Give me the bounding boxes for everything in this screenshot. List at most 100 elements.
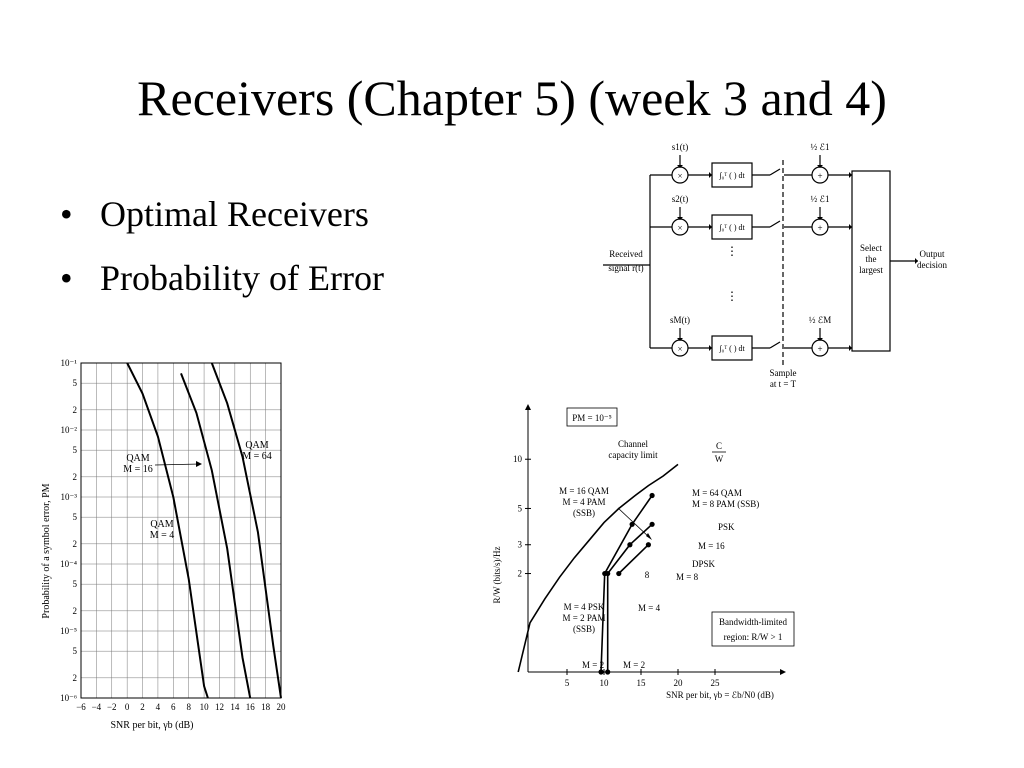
y-tick-label: 3: [518, 540, 523, 550]
y-tick-label: 10⁻³: [61, 492, 78, 502]
y-tick-label: 2: [73, 405, 78, 415]
data-point: [616, 570, 622, 577]
chart-grid: [80, 362, 282, 699]
series-line: [606, 523, 653, 672]
y-tick-label: 10⁻¹: [61, 358, 78, 368]
plot-frame: [80, 362, 282, 699]
capacity-curve-label: W: [715, 454, 724, 464]
series-line: [600, 495, 653, 673]
x-tick-label: −2: [107, 702, 117, 712]
chart-series: [126, 362, 282, 699]
series-line: [126, 362, 209, 699]
point-label: DPSK: [692, 559, 716, 569]
bullet-dot-icon: •: [60, 258, 73, 298]
capacity-curve: [517, 463, 679, 673]
series-line: [210, 362, 282, 699]
point-label: M = 4 PSK: [564, 602, 605, 612]
point-label: M = 2 PAM: [562, 613, 605, 623]
x-tick-label: 16: [246, 702, 256, 712]
integrator-label: ∫₀ᵀ ( ) dt: [718, 344, 745, 353]
data-point: [649, 492, 655, 499]
bullet-text: Optimal Receivers: [100, 194, 369, 234]
y-tick-label: 10: [513, 454, 523, 464]
x-tick-label: 15: [637, 678, 647, 688]
point-label: M = 64 QAM: [692, 488, 742, 498]
x-tick-label: 18: [261, 702, 271, 712]
y-tick-label: 10⁻²: [61, 425, 78, 435]
bias-label: ½ ℰ1: [811, 194, 830, 204]
point-label: PSK: [718, 522, 735, 532]
adder-icon: +: [817, 223, 822, 233]
sample-label: at t = T: [770, 379, 797, 389]
output-label: Output: [919, 249, 945, 259]
curve-annotation: QAM: [126, 453, 149, 464]
region-label: region: R/W > 1: [724, 632, 783, 642]
point-label: M = 8 PAM (SSB): [692, 499, 759, 509]
point-label: M = 2: [623, 660, 645, 670]
y-tick-label: 5: [73, 512, 78, 522]
integrator-label: ∫₀ᵀ ( ) dt: [718, 171, 745, 180]
adder-icon: +: [817, 344, 822, 354]
curve-annotation: M = 4: [150, 530, 175, 541]
x-axis-arrow-icon: [780, 669, 786, 675]
x-tick-label: 10: [600, 678, 610, 688]
x-tick-label: −6: [76, 702, 86, 712]
point-label: (SSB): [573, 508, 595, 518]
y-tick-label: 2: [73, 673, 78, 683]
x-tick-label: 4: [156, 702, 161, 712]
x-axis-label: SNR per bit, γb (dB): [110, 720, 193, 731]
curve-annotation: QAM: [150, 519, 173, 530]
x-tick-label: 25: [711, 678, 721, 688]
y-tick-label: 10⁻⁴: [60, 559, 77, 569]
bullet-dot-icon: •: [60, 194, 73, 234]
selector-label: Select: [860, 243, 882, 253]
x-tick-label: 14: [230, 702, 240, 712]
point-label: M = 8: [676, 572, 699, 582]
bias-label: ½ ℰ1: [811, 142, 830, 152]
y-tick-label: 5: [518, 503, 523, 513]
pm-label: PM = 10⁻⁵: [572, 413, 611, 423]
point-label: M = 4: [638, 603, 661, 613]
curve-annotation: QAM: [245, 440, 268, 451]
receiver-block-diagram: × × × + + + ∫₀ᵀ ( ) dt ∫₀ᵀ ( ) dt ∫₀ᵀ ( …: [603, 142, 947, 389]
bullet-text: Probability of Error: [100, 258, 384, 298]
data-point: [627, 542, 633, 548]
bullet-list: • Optimal Receivers • Probability of Error: [60, 190, 384, 318]
x-tick-label: 20: [277, 702, 287, 712]
point-label: M = 16 QAM: [559, 486, 609, 496]
y-tick-label: 10⁻⁵: [60, 626, 77, 636]
y-axis-label: R/W (bits/s)/Hz: [492, 546, 502, 603]
y-tick-label: 2: [73, 539, 78, 549]
signal-label: s1(t): [672, 142, 689, 152]
slide-title: Receivers (Chapter 5) (week 3 and 4): [137, 70, 887, 126]
output-label: decision: [917, 260, 947, 270]
x-axis-label: SNR per bit, γb = ℰb/N0 (dB): [666, 690, 774, 700]
y-tick-label: 2: [518, 569, 523, 579]
bandwidth-efficiency-chart: 5 10 15 20 25 2 3 5 10 PM = 10⁻⁵ Channel capacit…: [492, 404, 795, 700]
bullet-item: • Probability of Error: [60, 254, 384, 318]
signal-label: sM(t): [670, 315, 690, 325]
curve-annotation: M = 16: [123, 464, 153, 475]
point-label: (SSB): [573, 624, 595, 634]
ellipsis-icon: ⋮: [726, 289, 738, 303]
data-point: [605, 570, 611, 577]
x-tick-label: 20: [674, 678, 684, 688]
capacity-label: Channel: [618, 439, 648, 449]
x-tick-label: 0: [125, 702, 130, 712]
data-point: [645, 542, 651, 548]
curve-annotation: M = 64: [242, 451, 272, 462]
capacity-label: capacity limit: [608, 450, 658, 460]
x-tick-label: −4: [92, 702, 102, 712]
x-tick-label: 12: [215, 702, 224, 712]
y-axis-arrow-icon: [525, 404, 531, 410]
data-point: [649, 521, 655, 527]
x-tick-label: 5: [565, 678, 570, 688]
series-line: [180, 373, 252, 699]
point-label: M = 2: [582, 660, 604, 670]
integrator-label: ∫₀ᵀ ( ) dt: [718, 223, 745, 232]
y-axis-label: Probability of a symbol error, PM: [41, 483, 52, 618]
capacity-curve-label: C: [716, 441, 722, 451]
selector-label: largest: [859, 265, 883, 275]
